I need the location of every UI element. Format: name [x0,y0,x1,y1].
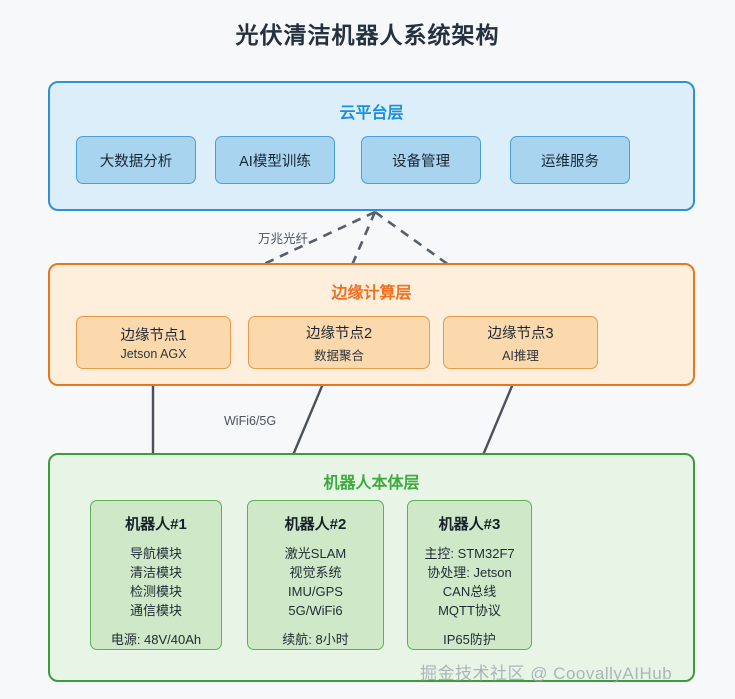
cloud-layer-title: 云平台层 [339,105,404,122]
edge-node-subtitle: AI推理 [502,348,539,363]
robot-feature: IMU/GPS [288,584,343,599]
robot-layer-title: 机器人本体层 [323,475,420,492]
robot-feature: 视觉系统 [289,565,342,580]
cloud-box-device-management[interactable]: 设备管理 [361,136,481,184]
edge-node-3[interactable]: 边缘节点3 AI推理 [443,316,598,369]
link-label-wireless: WiFi6/5G [224,414,277,428]
robot-feature: 通信模块 [129,603,182,618]
robot-title: 机器人#1 [125,516,187,533]
edge-node-title: 边缘节点1 [120,328,187,344]
edge-node-title: 边缘节点2 [305,325,373,342]
edge-node-subtitle: 数据聚合 [313,348,364,363]
edge-node-1[interactable]: 边缘节点1 Jetson AGX [76,316,231,369]
cloud-box-label: 运维服务 [541,153,599,170]
cloud-box-label: 大数据分析 [99,153,173,170]
robot-feature: 检测模块 [129,584,182,599]
robot-feature: 导航模块 [129,546,182,561]
robot-feature: 激光SLAM [284,546,347,561]
robot-feature: 5G/WiFi6 [288,603,343,618]
robot-footer: 电源: 48V/40Ah [110,632,202,647]
robot-feature: 主控: STM32F7 [424,546,515,561]
edge-node-title: 边缘节点3 [487,325,554,342]
robot-card-1[interactable]: 机器人#1 导航模块 清洁模块 检测模块 通信模块 电源: 48V/40Ah [90,500,222,650]
watermark: 掘金技术社区 @ CoovallyAIHub [420,664,673,683]
page-title: 光伏清洁机器人系统架构 [235,22,500,48]
edge-node-subtitle: Jetson AGX [120,347,187,361]
robot-body-layer: 机器人本体层 机器人#1 导航模块 清洁模块 检测模块 通信模块 电源: 48V… [48,453,695,682]
edge-computing-layer: 边缘计算层 边缘节点1 Jetson AGX 边缘节点2 数据聚合 边缘节点3 … [48,263,695,386]
cloud-box-big-data[interactable]: 大数据分析 [76,136,196,184]
robot-card-2[interactable]: 机器人#2 激光SLAM 视觉系统 IMU/GPS 5G/WiFi6 续航: 8… [247,500,384,650]
cloud-platform-layer: 云平台层 大数据分析 AI模型训练 设备管理 运维服务 [48,81,695,211]
link-label-fiber: 万兆光纤 [258,232,309,246]
edge-layer-title: 边缘计算层 [331,285,412,302]
robot-feature: 协处理: Jetson [427,565,512,580]
edge-node-2[interactable]: 边缘节点2 数据聚合 [248,316,430,369]
cloud-box-ops-service[interactable]: 运维服务 [510,136,630,184]
robot-feature: MQTT协议 [438,603,501,618]
robot-title: 机器人#3 [438,516,501,533]
robot-footer: IP65防护 [443,632,496,647]
robot-title: 机器人#2 [284,516,347,533]
cloud-box-label: AI模型训练 [239,153,311,170]
robot-footer: 续航: 8小时 [282,632,349,647]
cloud-box-label: 设备管理 [392,153,450,170]
cloud-box-ai-training[interactable]: AI模型训练 [215,136,335,184]
robot-card-3[interactable]: 机器人#3 主控: STM32F7 协处理: Jetson CAN总线 MQTT… [407,500,532,650]
robot-feature: CAN总线 [442,584,497,599]
robot-feature: 清洁模块 [129,565,182,580]
